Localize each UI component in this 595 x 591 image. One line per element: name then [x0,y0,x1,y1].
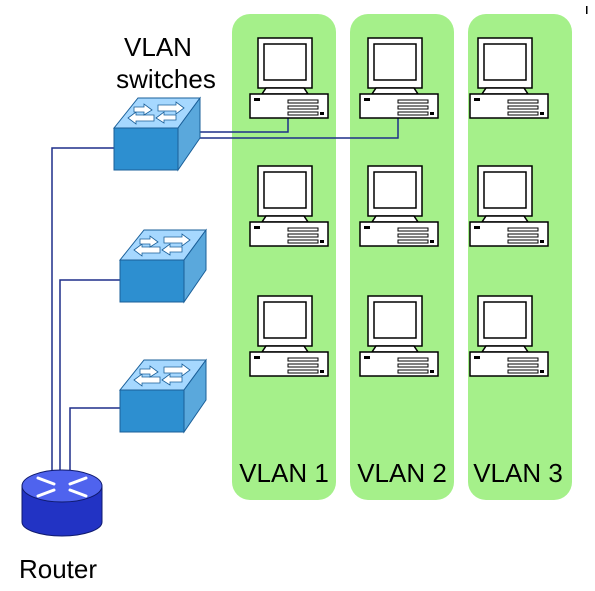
switch-icon [119,359,207,433]
vlan-column-1 [232,14,336,500]
vlan-1-label: VLAN 1 [239,458,329,488]
vlan-column-3 [468,14,572,500]
vlan-column-2 [350,14,454,500]
vlan-3-label: VLAN 3 [473,458,563,488]
vlan-switches-label-line2: switches [116,64,216,94]
switch-icon [113,97,201,171]
vlan-2-label: VLAN 2 [357,458,447,488]
switch-icon [119,229,207,303]
vlan-switches-label-line1: VLAN [124,32,192,62]
corner-mark [586,6,588,14]
router-label: Router [19,554,97,584]
cables [51,108,399,480]
router-icon [21,469,103,537]
